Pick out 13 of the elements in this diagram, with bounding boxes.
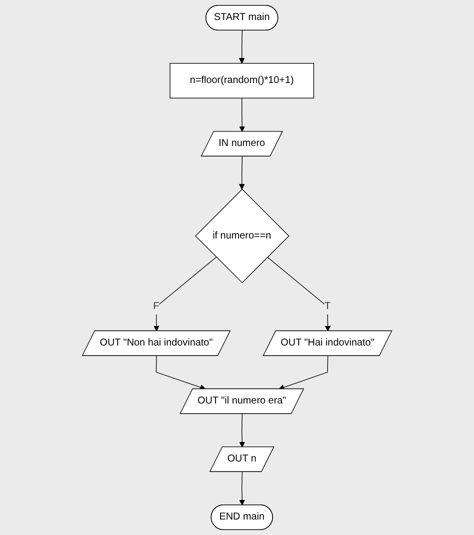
- node-diamond: if numero==n: [195, 188, 290, 284]
- edge-label: F: [153, 300, 160, 312]
- arrow: [239, 472, 245, 506]
- arrow: [238, 30, 245, 64]
- arrow: [239, 414, 245, 448]
- arrow: [238, 156, 245, 190]
- arrow: [267, 256, 331, 332]
- node-box: n=floor(random()*10+1): [170, 63, 314, 98]
- arrow: [239, 98, 245, 132]
- arrow: [154, 256, 217, 332]
- arrow: [278, 356, 328, 390]
- arrow: [156, 356, 206, 390]
- edge-label: T: [324, 300, 331, 312]
